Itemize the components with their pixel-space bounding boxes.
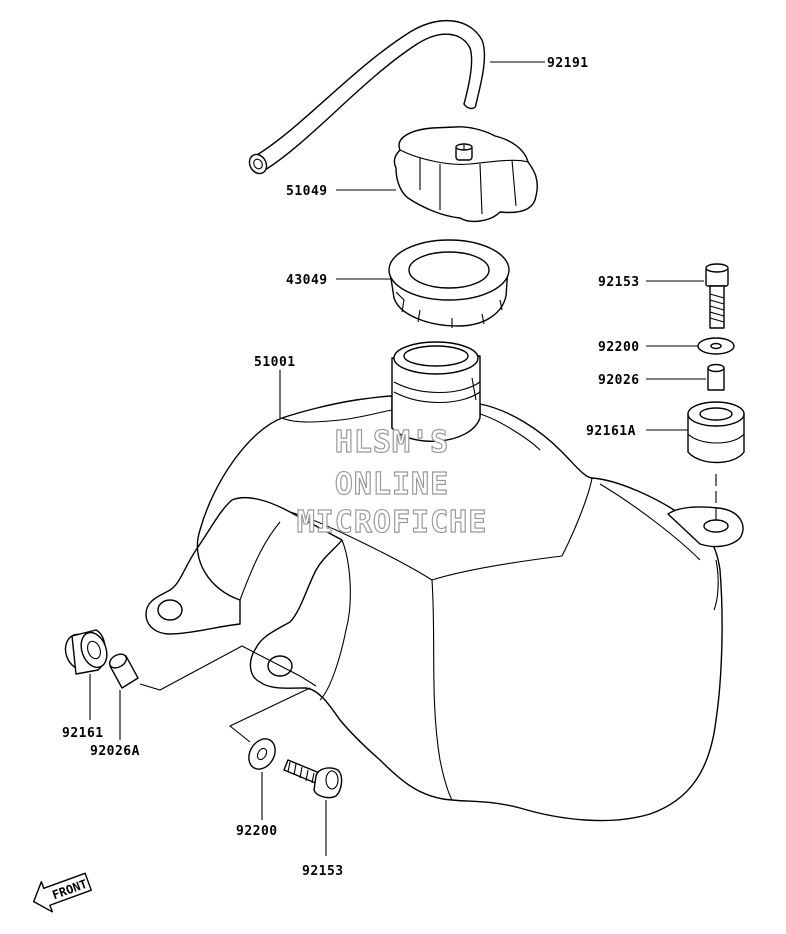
label-bolt-bottom: 92153 bbox=[302, 864, 344, 879]
label-washer-bottom: 92200 bbox=[236, 824, 278, 839]
damper-right bbox=[687, 401, 745, 464]
label-fuel-tank: 51001 bbox=[254, 355, 296, 370]
label-damper-left: 92161 bbox=[62, 726, 104, 741]
washer-bottom bbox=[248, 738, 276, 770]
label-cap-gasket: 43049 bbox=[286, 273, 328, 288]
bolt-bottom bbox=[283, 759, 343, 799]
collar-right bbox=[707, 363, 725, 391]
bolt-right bbox=[705, 263, 729, 329]
watermark-line-3: MICROFICHE bbox=[297, 505, 488, 540]
label-fuel-cap: 51049 bbox=[286, 184, 328, 199]
label-washer-right: 92200 bbox=[598, 340, 640, 355]
watermark-line-1: HLSM'S bbox=[335, 425, 449, 460]
fuel-cap bbox=[393, 126, 538, 223]
label-collar-left: 92026A bbox=[90, 744, 140, 759]
watermark-line-2: ONLINE bbox=[335, 467, 449, 502]
label-collar-right: 92026 bbox=[598, 373, 640, 388]
fuel-tank bbox=[145, 341, 744, 822]
front-arrow-icon: FRONT bbox=[32, 872, 92, 913]
label-bolt-right: 92153 bbox=[598, 275, 640, 290]
leader-lines bbox=[89, 61, 706, 856]
collar-left bbox=[108, 653, 139, 689]
label-damper-right: 92161A bbox=[586, 424, 636, 439]
washer-right bbox=[697, 337, 735, 355]
cap-gasket bbox=[388, 239, 510, 328]
damper-left bbox=[64, 629, 108, 675]
label-hose: 92191 bbox=[547, 56, 589, 71]
hose bbox=[248, 20, 486, 175]
